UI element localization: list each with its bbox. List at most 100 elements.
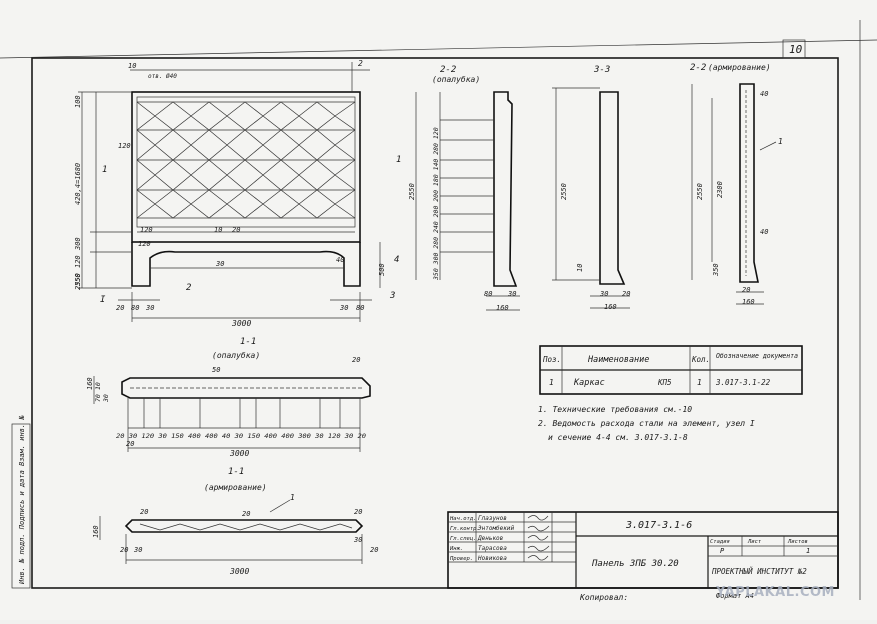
front-dim-left-300: 300	[74, 237, 82, 251]
sec33-total: 2550	[560, 183, 568, 200]
spec-h-pos: Поз.	[542, 355, 561, 364]
sec11f-width-3000: 3000	[229, 449, 249, 458]
sec22f-profile	[493, 91, 518, 287]
sec22f-total: 2550	[408, 183, 416, 200]
spec-r1-pos: 1	[549, 378, 554, 387]
title-element-name: Панель ЗПБ 30.20	[591, 559, 679, 569]
sec11f-left-70: 70	[94, 394, 102, 402]
front-dimension-lines	[78, 62, 381, 322]
sig-name-5: Новикова	[477, 555, 507, 562]
sec11r-20b: 20	[242, 510, 250, 518]
sec11r-rebar	[139, 523, 353, 531]
sec22r-bottom-20: 20	[742, 286, 750, 294]
title-stage-label: Стадия	[710, 539, 730, 545]
sec22f-title: 2-2	[440, 65, 456, 75]
notes: 1. Технические требования см.-10 2. Ведо…	[538, 404, 755, 442]
sec11r-mark-1: 1	[290, 493, 295, 502]
spec-h-name: Наименование	[587, 355, 649, 365]
front-dim-left-350: 350	[74, 273, 82, 287]
sec11f-chain: 20 30 120 30 150 400 400 40 30 150 400 4…	[116, 432, 366, 440]
front-dim-top-left: 10	[128, 62, 136, 70]
front-view: 10 отв. Ø40 2 2550 420,4=1680 100 300 12…	[74, 59, 401, 328]
note-3: и сечение 4-4 см. 3.017-3.1-8	[548, 433, 688, 442]
sig-name-4: Тарасова	[478, 545, 507, 552]
margin-stamp-text: Инв. № подл. Подпись и дата Взам. инв. №	[18, 415, 26, 585]
sec11r-left-30: 30	[133, 546, 142, 554]
front-dim-left-total: 2550	[74, 273, 82, 290]
front-dim-left-100: 100	[74, 95, 82, 108]
title-sheet-label: Лист	[747, 539, 762, 545]
drawing-frame	[31, 57, 839, 589]
sec11f-subtitle: (опалубка)	[212, 350, 260, 360]
footer-format: Формат А4	[716, 592, 754, 600]
sec11f-left-160: 160	[86, 377, 94, 390]
front-inner-120a: 120	[118, 142, 131, 150]
section-1-1-reinf: 1-1 (армирование) 1 20 20 20 160 20 30 3…	[92, 467, 378, 576]
sec22r-40b: 40	[760, 228, 768, 236]
sec11f-profile	[121, 377, 371, 399]
spec-h-qty: Кол.	[691, 355, 710, 364]
sec11r-width-3000: 3000	[229, 567, 249, 576]
front-node-i: I	[100, 295, 106, 305]
note-1: 1. Технические требования см.-10	[538, 404, 692, 414]
sig-role-3: Гл.спец.	[450, 536, 477, 542]
front-bottom-30r: 30	[339, 304, 348, 312]
spec-r1-name: Каркас	[573, 378, 605, 388]
title-sheets-label: Листов	[787, 539, 808, 545]
sec11r-20c: 20	[354, 508, 362, 516]
section-2-2-formwork: 2-2 (опалубка) 2550 350 300 280 240 200 …	[408, 65, 520, 312]
front-dim-left-upper: 420,4=1680	[74, 163, 82, 205]
sec22f-subtitle: (опалубка)	[432, 74, 480, 84]
front-width-3000: 3000	[231, 319, 251, 328]
front-inner-10: 10	[214, 226, 222, 234]
sig-role-1: Нач.отд.	[449, 516, 477, 522]
sec11f-left-30: 30	[102, 394, 110, 403]
title-stage: Р	[720, 547, 725, 555]
sec11r-left-160: 160	[92, 525, 100, 538]
section-2-2-reinf: 2-2 (армирование) 2550 2300 40 40 350 1 …	[690, 63, 783, 306]
spec-r1-mark: КП5	[657, 378, 672, 387]
sig-name-2: Энтомбекий	[478, 525, 515, 532]
sheet-number-box	[782, 39, 806, 59]
front-inner-120b: 120	[140, 226, 153, 234]
sec22r-subtitle: (армирование)	[708, 63, 771, 72]
sec11r-subtitle: (армирование)	[204, 483, 267, 492]
note-2: 2. Ведомость расхода стали на элемент, у…	[538, 419, 755, 428]
sig-role-5: Провер.	[449, 556, 473, 562]
title-sheets: 1	[806, 547, 810, 555]
sec11f-top-20: 20	[352, 356, 360, 364]
sec33-mark-10: 10	[576, 264, 584, 272]
panel-legs	[131, 242, 361, 287]
sig-name-3: Деньков	[477, 535, 504, 542]
panel-outline	[131, 91, 361, 243]
footer-copied: Копировал:	[579, 593, 628, 602]
sec22f-bottom-160: 160	[496, 304, 509, 312]
sec22f-bottom-80: 80	[484, 290, 492, 298]
front-mark-1-right: 1	[396, 155, 401, 165]
section-3-3: 3-3 2550 10 30 20 160	[552, 65, 630, 311]
sec22f-stack: 350 300 280 240 200 200 180 140 280 120	[432, 127, 440, 281]
sec22r-350: 350	[712, 263, 720, 277]
front-inner-30: 30	[215, 260, 224, 268]
sig-role-4: Инж.	[449, 546, 463, 552]
panel-field	[136, 96, 356, 228]
front-inner-120c: 120	[138, 240, 151, 248]
sec22r-40a: 40	[760, 90, 768, 98]
lattice-pattern	[136, 101, 356, 219]
front-mark-1-left: 1	[102, 165, 107, 175]
sec22r-profile	[739, 83, 759, 283]
sig-name-1: Глазунов	[478, 515, 507, 522]
front-bottom-20: 20	[116, 304, 124, 312]
sec33-bottom-20: 20	[622, 290, 630, 298]
front-dim-top-note: отв. Ø40	[148, 73, 177, 80]
sig-role-2: Гл.контр.	[450, 526, 480, 532]
front-inner-20: 20	[232, 226, 240, 234]
front-mark-3: 3	[389, 291, 395, 301]
sec11f-title: 1-1	[240, 337, 256, 347]
front-dim-left-120: 120	[74, 255, 82, 268]
sec11r-title: 1-1	[228, 467, 244, 477]
spec-r1-doc: 3.017-3.1-22	[715, 378, 771, 387]
front-inner-40: 40	[336, 256, 344, 264]
sec22r-bottom-160: 160	[742, 298, 755, 306]
